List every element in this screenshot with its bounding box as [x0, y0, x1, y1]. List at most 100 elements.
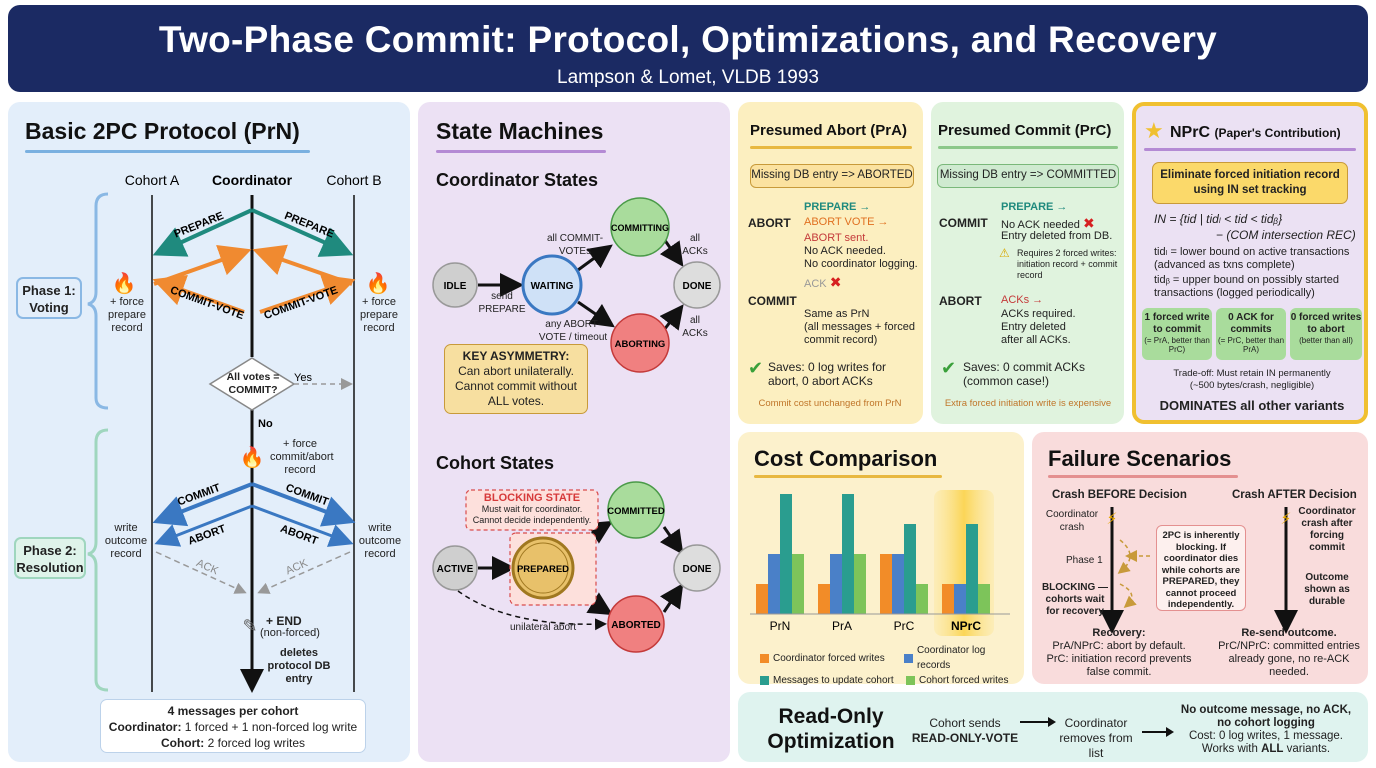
failure-title: Failure Scenarios [1048, 446, 1232, 471]
ack-arrow-a [155, 551, 247, 594]
cost-legend: Coordinator forced writes Coordinator lo… [760, 643, 1020, 688]
bar [854, 554, 866, 614]
svg-text:DONE: DONE [683, 564, 712, 575]
bar [904, 524, 916, 614]
bar [892, 554, 904, 614]
pencil-icon: ✎ [242, 616, 257, 636]
svg-text:IDLE: IDLE [444, 281, 467, 292]
category-label: PrC [894, 619, 915, 633]
nprc-tradeoff: Trade-off: Must retain IN permanently (~… [1173, 368, 1331, 391]
category-label: PrA [832, 619, 852, 633]
resend-detail: PrC/NPrC: committed entries already gone… [1218, 640, 1360, 678]
bar [880, 554, 892, 614]
pra-prepare: PREPARE → [804, 201, 871, 213]
read-only-title: Read-Only Optimization [767, 705, 895, 753]
crash-before-title: Crash BEFORE Decision [1052, 489, 1187, 501]
header-banner: Two-Phase Commit: Protocol, Optimization… [8, 5, 1368, 92]
basic-2pc-panel: Basic 2PC Protocol (PrN) [8, 102, 410, 762]
category-label: PrN [770, 619, 791, 633]
pra-abort-sent: ABORT sent. [804, 232, 869, 244]
bar [942, 584, 954, 614]
unilateral-abort-label: unilateral abort [510, 622, 577, 633]
arrow-right-icon [1020, 721, 1052, 723]
nprc-formula-2: − (COM intersection REC) [1216, 228, 1356, 242]
summary-coordinator: Coordinator: 1 forced + 1 non-forced log… [108, 720, 358, 734]
bar [792, 554, 804, 614]
crash-after-title: Crash AFTER Decision [1232, 489, 1357, 501]
cross-icon: ✖ [829, 274, 842, 290]
svg-text:PREPARED: PREPARED [517, 564, 569, 575]
prc-note: Extra forced initiation write is expensi… [944, 398, 1112, 409]
bar [954, 584, 966, 614]
vote-arrow-a-out [153, 244, 252, 286]
pra-no-ack: No ACK needed. [804, 245, 886, 257]
lightning-icon: ⚡ [1280, 511, 1291, 528]
commit-vote-label-b: COMMIT-VOTE [262, 284, 339, 322]
any-abort-vote-label: any ABORT-VOTE / timeout [538, 319, 608, 343]
outcome-durable-label: Outcome shown as durable [1304, 572, 1350, 607]
arrow-right-icon [1142, 731, 1170, 733]
vote-arrow-b-out [252, 244, 353, 286]
state-done: DONE [673, 261, 721, 309]
decision-diamond [208, 357, 296, 411]
failure-diagram: ⚡ ⚡ [1100, 507, 1298, 634]
state-waiting: WAITING [521, 254, 583, 316]
legend-item: Cohort forced writes [906, 673, 1008, 688]
bar [842, 494, 854, 614]
svg-text:COMMITTING: COMMITTING [611, 223, 669, 233]
phase1-box: Phase 1: Voting [16, 277, 82, 319]
title-underline [25, 150, 310, 153]
cohort-b-label: Cohort B [326, 172, 381, 188]
title-underline [754, 475, 942, 478]
prc-entry-deleted-after: Entry deleted after all ACKs. [1001, 321, 1071, 346]
bar [916, 584, 928, 614]
title-underline [436, 150, 606, 153]
force-prepare-a: + force prepare record [108, 296, 146, 334]
legend-swatch [760, 676, 769, 685]
read-only-step-3: No outcome message, no ACK, no cohort lo… [1180, 704, 1352, 755]
blocking-state-title: BLOCKING STATE [483, 492, 581, 504]
blocking-state-body: Must wait for coordinator. Cannot decide… [472, 504, 592, 525]
abort-label-a: ABORT [187, 523, 228, 548]
recovery-line-2: PrC: initiation record prevents false co… [1046, 653, 1192, 678]
state-machine-diagram: IDLE WAITING COMMITTING ABORTING DONE AC… [432, 197, 721, 653]
bar [966, 524, 978, 614]
prc-saves: Saves: 0 commit ACKs (common case!) [963, 360, 1086, 388]
svg-text:ABORTED: ABORTED [611, 620, 660, 631]
fire-icon: 🔥 [366, 271, 391, 295]
prc-entry-deleted: Entry deleted from DB. [1001, 230, 1113, 242]
yes-label: Yes [294, 372, 312, 384]
pra-ack-struck: ACK ✖ [804, 274, 842, 290]
non-forced-label: (non-forced) [260, 627, 320, 639]
page-subtitle: Lampson & Lomet, VLDB 1993 [557, 67, 819, 88]
svg-text:ABORTING: ABORTING [615, 339, 666, 350]
resend-title: Re-send outcome. [1241, 627, 1337, 639]
pra-commit-label: COMMIT [748, 294, 797, 308]
all-acks-label-bottom: all ACKs [682, 315, 708, 339]
state-aborting: ABORTING [610, 313, 670, 373]
prepare-arrow-a [152, 208, 253, 257]
force-commit-note: + force commit/abort record [270, 438, 334, 476]
pra-missing-box: Missing DB entry => ABORTED [750, 164, 914, 188]
blocking-label: BLOCKING — cohorts wait for recovery [1041, 582, 1109, 617]
prc-acks: ACKs → [1001, 294, 1044, 306]
state-aborted: ABORTED [607, 595, 665, 653]
legend-swatch [760, 653, 769, 663]
aborted-to-done [660, 583, 684, 613]
bar [756, 584, 768, 614]
prc-no-ack: No ACK needed ✖ [1001, 215, 1095, 231]
nprc-tid-low: tidₗ = lower bound on active transaction… [1154, 246, 1350, 271]
fire-icon: 🔥 [112, 271, 137, 295]
cohort-a-label: Cohort A [125, 172, 180, 188]
legend-item: Coordinator log records [904, 643, 1020, 673]
write-outcome-b: write outcome record [358, 522, 402, 560]
category-label: NPrC [951, 619, 981, 633]
pra-same: Same as PrN [804, 308, 870, 320]
commit-arrow-b [251, 482, 356, 527]
state-idle: IDLE [432, 262, 478, 308]
legend-swatch [904, 653, 913, 663]
prc-prepare: PREPARE → [1001, 201, 1068, 213]
bar [768, 554, 780, 614]
